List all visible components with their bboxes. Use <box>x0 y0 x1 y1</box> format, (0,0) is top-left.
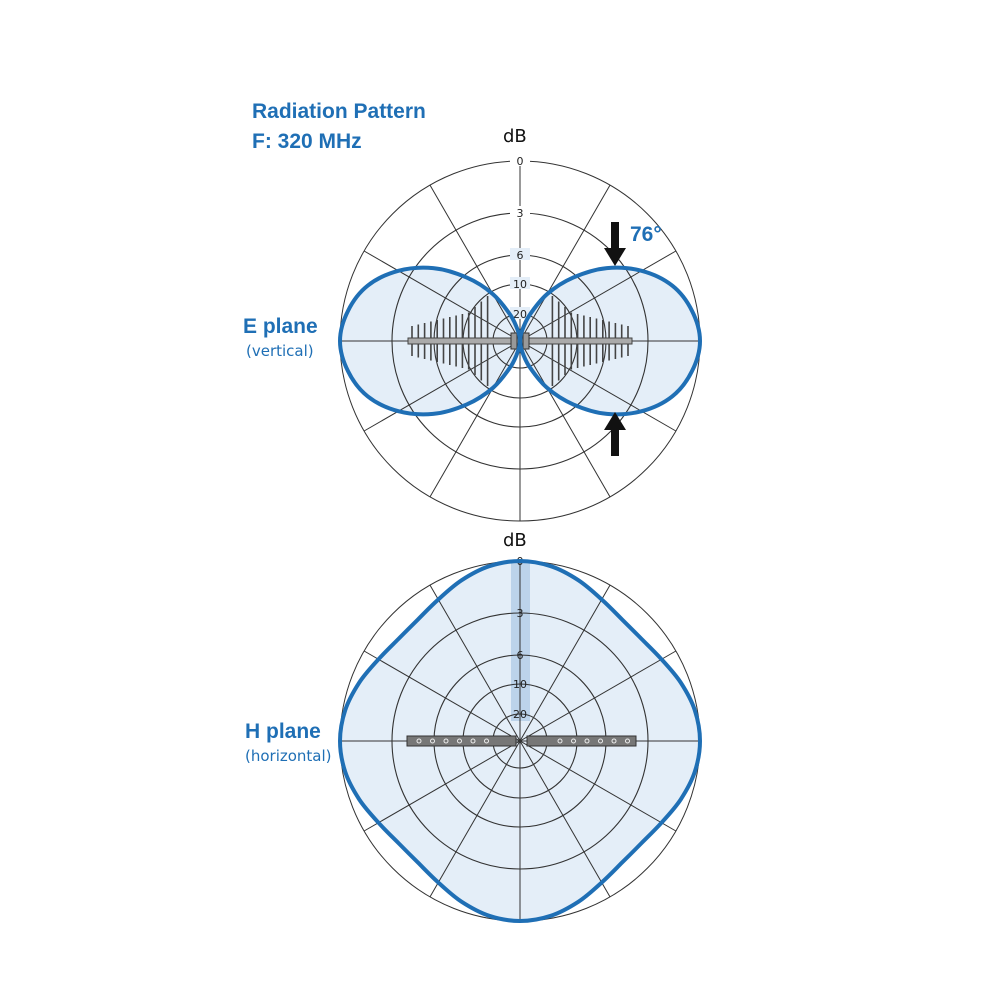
grid-radial-line <box>363 650 677 832</box>
ring-tick-label: 10 <box>513 678 527 691</box>
h-plane-label: H plane <box>245 720 321 743</box>
e-plane-label: E plane <box>243 315 318 338</box>
antenna-feed <box>522 332 530 350</box>
antenna-dipole <box>611 738 617 744</box>
h-plane-db-unit: dB <box>503 530 527 551</box>
chart-title: Radiation Pattern <box>252 100 426 123</box>
h-plane-sublabel: (horizontal) <box>245 747 332 765</box>
ring-tick-label: 3 <box>517 207 524 220</box>
ring-tick-label: 6 <box>517 649 524 662</box>
beamwidth-annotation: 76° <box>630 223 662 246</box>
antenna-dipole <box>484 738 489 744</box>
antenna-dipole <box>584 738 590 744</box>
antenna-dipole <box>625 738 630 744</box>
antenna-dipole <box>416 738 422 744</box>
ring-tick-label: 6 <box>517 249 524 262</box>
e-plane-db-unit: dB <box>503 126 527 147</box>
pattern-curve <box>338 265 702 417</box>
panel-antenna <box>406 735 637 747</box>
tick-label-bg <box>510 277 530 289</box>
antenna-dipole <box>443 738 449 744</box>
tick-label-bg <box>510 307 530 319</box>
tick-label-bg <box>510 248 530 260</box>
antenna-dipole <box>571 738 576 744</box>
beamwidth-arrow-down-icon <box>604 222 626 266</box>
antenna-dipole <box>457 738 462 744</box>
tick-label-bg <box>510 206 530 218</box>
antenna-dipole <box>557 738 563 744</box>
e-plane-sublabel: (vertical) <box>246 342 314 360</box>
antenna-dipole <box>430 738 435 744</box>
frequency-label: F: 320 MHz <box>252 130 362 153</box>
antenna-dipole <box>598 738 603 744</box>
pattern-curve <box>338 559 702 923</box>
e-plane-chart: 0 3 6 10 20 <box>338 154 702 522</box>
antenna-feed <box>510 332 518 350</box>
ring-tick-label: 3 <box>517 607 524 620</box>
beamwidth-arrow-up-icon <box>604 412 626 456</box>
ring-tick-label: 20 <box>513 308 527 321</box>
ring-tick-label: 0 <box>517 155 524 168</box>
ring-tick-label: 20 <box>513 708 527 721</box>
tick-label-bg <box>510 154 530 166</box>
antenna-panel-right <box>526 735 637 747</box>
ring-tick-label: 10 <box>513 278 527 291</box>
antenna-dipole <box>470 738 476 744</box>
